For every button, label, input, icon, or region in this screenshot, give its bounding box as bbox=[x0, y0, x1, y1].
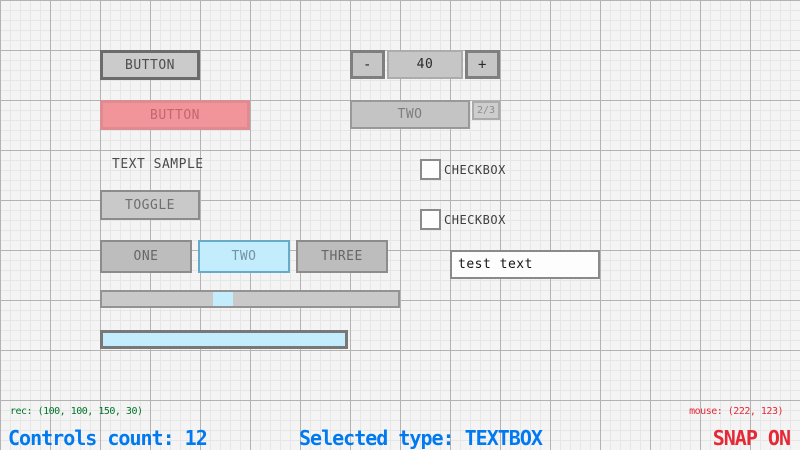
spinner-value[interactable]: 40 bbox=[387, 50, 463, 79]
combo-box[interactable]: TWO bbox=[350, 100, 470, 129]
checkbox-1-label: CHECKBOX bbox=[444, 162, 506, 177]
slider[interactable] bbox=[100, 290, 400, 308]
checkbox-2[interactable] bbox=[420, 209, 441, 230]
mouse-position-readout: mouse: (222, 123) bbox=[689, 406, 783, 417]
button-selected[interactable]: BUTTON bbox=[100, 100, 250, 130]
toggle-group-item-three[interactable]: THREE bbox=[296, 240, 388, 273]
toggle-group-item-two[interactable]: TWO bbox=[198, 240, 290, 273]
text-box-input[interactable] bbox=[450, 250, 600, 279]
toggle-button[interactable]: TOGGLE bbox=[100, 190, 200, 220]
snap-mode-indicator: SNAP ON bbox=[712, 426, 791, 450]
controls-count-readout: Controls count: 12 bbox=[8, 426, 208, 450]
button-normal[interactable]: BUTTON bbox=[100, 50, 200, 80]
progress-bar bbox=[100, 330, 348, 349]
checkbox-row-1: CHECKBOX bbox=[420, 159, 506, 180]
toggle-group: ONE TWO THREE bbox=[100, 240, 388, 273]
text-sample-label: TEXT SAMPLE bbox=[112, 157, 204, 172]
progress-fill bbox=[103, 333, 345, 346]
checkbox-2-label: CHECKBOX bbox=[444, 212, 506, 227]
spinner-increment-button[interactable]: + bbox=[465, 50, 500, 79]
combo-box-index-badge: 2/3 bbox=[472, 101, 500, 120]
toggle-group-item-one[interactable]: ONE bbox=[100, 240, 192, 273]
selected-type-readout: Selected type: TEXTBOX bbox=[299, 426, 543, 450]
checkbox-row-2: CHECKBOX bbox=[420, 209, 506, 230]
checkbox-1[interactable] bbox=[420, 159, 441, 180]
selection-rect-readout: rec: (100, 100, 150, 30) bbox=[10, 406, 143, 417]
slider-thumb[interactable] bbox=[212, 292, 233, 306]
spinner-decrement-button[interactable]: - bbox=[350, 50, 385, 79]
